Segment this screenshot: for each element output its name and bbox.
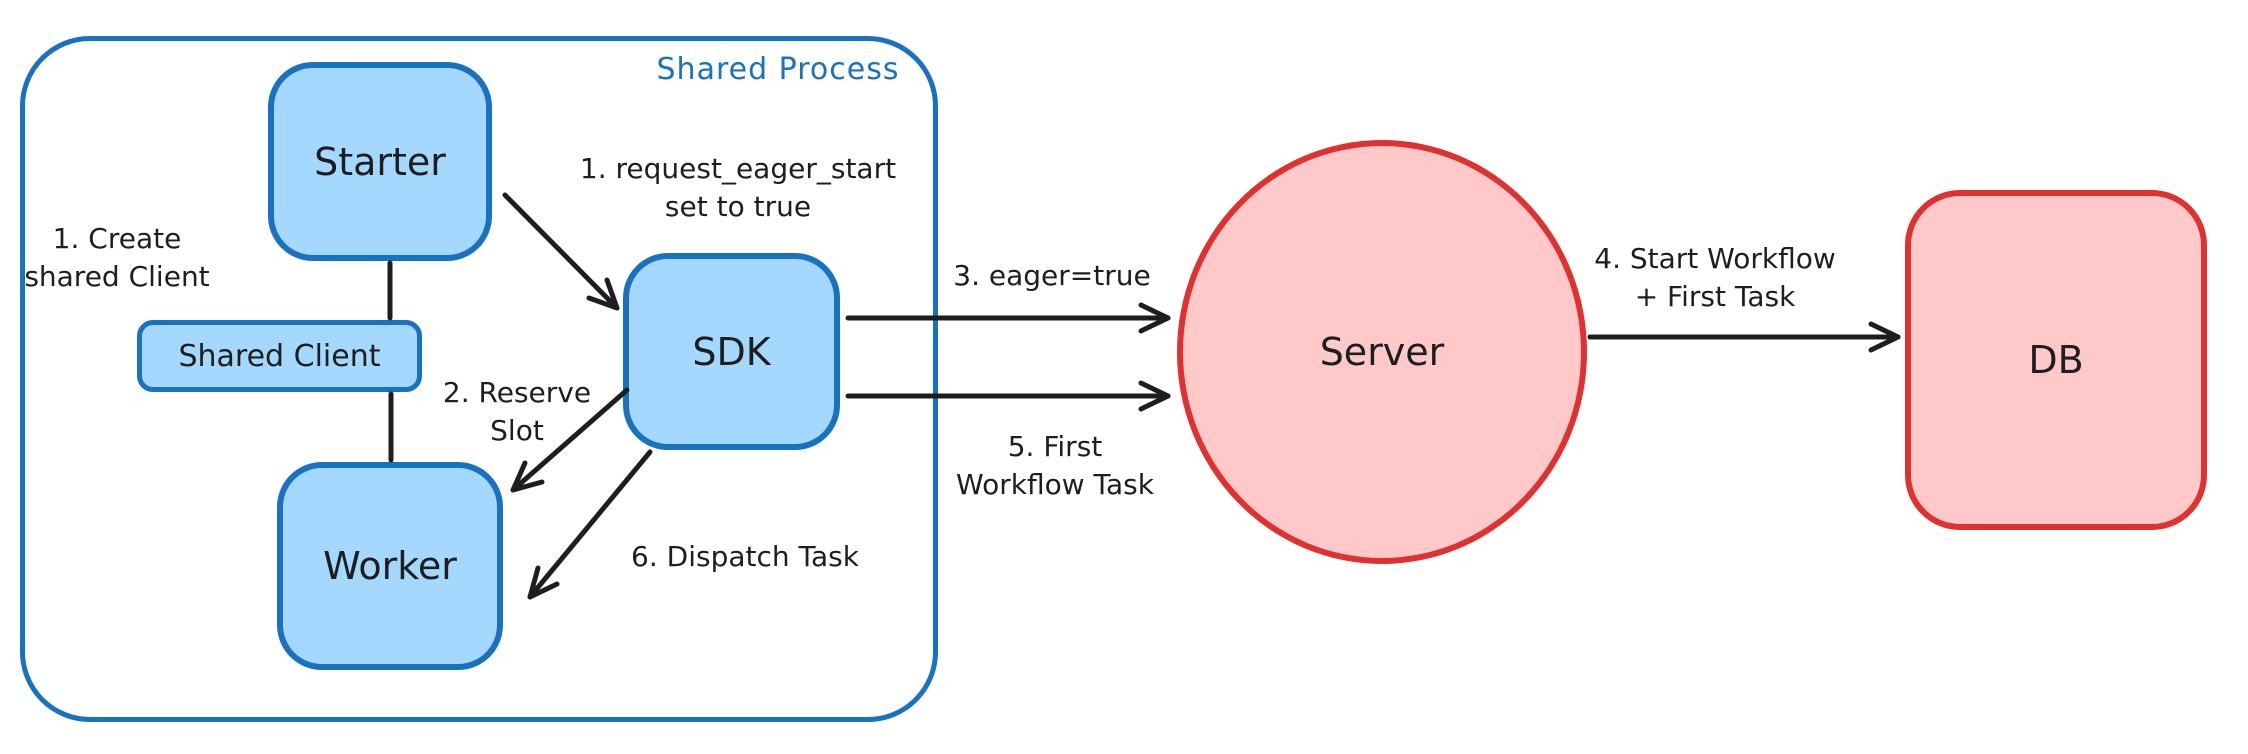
annotation-dispatch-task: 6. Dispatch Task — [605, 538, 885, 576]
annotation-start-workflow-line2: + First Task — [1634, 280, 1796, 313]
annotation-first-workflow-task-line1: 5. First — [1007, 430, 1103, 463]
node-sdk: SDK — [623, 253, 840, 450]
annotation-create-shared-client: 1. Create shared Client — [17, 220, 217, 296]
node-shared-client-label: Shared Client — [178, 338, 381, 374]
node-worker-label: Worker — [323, 544, 457, 588]
annotation-start-workflow-line1: 4. Start Workflow — [1594, 242, 1836, 275]
shared-process-title: Shared Process — [656, 52, 900, 87]
node-server: Server — [1177, 140, 1587, 564]
annotation-reserve-slot-line1: 2. Reserve — [442, 376, 592, 409]
node-db-label: DB — [2028, 338, 2084, 382]
annotation-create-shared-client-line1: 1. Create — [52, 222, 182, 255]
node-starter-label: Starter — [314, 139, 446, 184]
annotation-create-shared-client-line2: shared Client — [24, 260, 210, 293]
annotation-reserve-slot-line2: Slot — [490, 414, 544, 447]
annotation-request-eager-start-line2: set to true — [664, 190, 812, 223]
annotation-request-eager-start: 1. request_eager_start set to true — [538, 150, 938, 226]
annotation-reserve-slot: 2. Reserve Slot — [417, 374, 617, 450]
annotation-start-workflow: 4. Start Workflow + First Task — [1565, 240, 1865, 316]
node-starter: Starter — [268, 62, 492, 261]
annotation-first-workflow-task: 5. First Workflow Task — [905, 428, 1205, 504]
node-shared-client: Shared Client — [137, 320, 422, 392]
annotation-eager-true-text: 3. eager=true — [953, 259, 1151, 292]
node-worker: Worker — [277, 462, 503, 670]
node-sdk-label: SDK — [692, 329, 771, 374]
annotation-dispatch-task-text: 6. Dispatch Task — [631, 540, 859, 573]
annotation-first-workflow-task-line2: Workflow Task — [956, 468, 1154, 501]
shared-process-container — [20, 36, 938, 722]
annotation-request-eager-start-line1: 1. request_eager_start — [579, 152, 897, 185]
node-server-label: Server — [1319, 330, 1445, 374]
annotation-eager-true: 3. eager=true — [922, 257, 1182, 295]
arrow-server-to-db — [1587, 321, 1901, 353]
node-db: DB — [1905, 190, 2207, 530]
